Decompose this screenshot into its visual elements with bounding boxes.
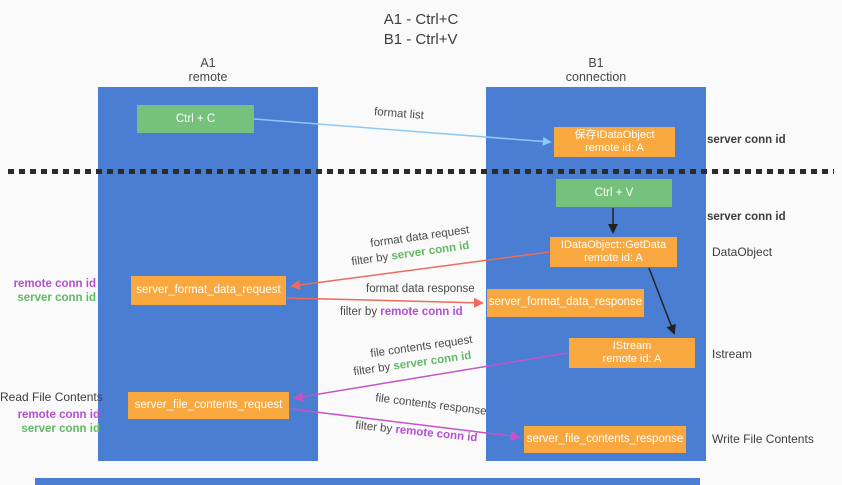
label-format-data-response: format data response [366,283,475,295]
node-server-format-data-request: server_format_data_request [131,276,286,305]
node-save-idataobject-line2: remote id: A [585,142,644,154]
label-dataobject: DataObject [712,245,773,259]
label-file-contents-response-filter: filter by remote conn id [355,420,478,445]
node-istream-line1: IStream [612,339,652,352]
column-b-header: B1 connection [486,56,706,84]
node-server-file-contents-response-label: server_file_contents_response [526,432,684,445]
label-file-contents-response: file contents response [374,392,488,418]
node-getdata-line2: remote id: A [584,252,643,264]
label-write-file-contents: Write File Contents [712,432,814,446]
label-filter-by-3: filter by [352,360,395,379]
label-file-remote-conn-id: remote conn id [17,409,100,421]
title-line-2: B1 - Ctrl+V [383,31,458,48]
node-server-file-contents-response: server_file_contents_response [524,426,686,453]
node-istream: IStream remote id: A [569,338,695,368]
node-save-idataobject: 保存IDataObject remote id: A [554,127,675,157]
node-server-format-data-request-label: server_format_data_request [136,283,281,296]
node-ctrl-c-label: Ctrl + C [175,113,216,125]
label-filter-by-4: filter by [354,419,397,436]
node-ctrl-v-label: Ctrl + V [594,187,634,199]
column-a-id: A1 [200,56,216,70]
title-line-1: A1 - Ctrl+C [383,11,459,28]
node-ctrl-c: Ctrl + C [137,105,254,133]
label-filter-by-1: filter by [350,250,393,269]
column-b-name: connection [565,70,627,84]
label-remote-conn-id-key-1: remote conn id [380,306,463,318]
label-remote-conn-id-key-2: remote conn id [394,423,478,445]
format-left-labels: remote conn id server conn id [0,278,96,305]
dotted-separator [8,169,834,174]
node-istream-line2: remote id: A [602,353,662,365]
node-server-format-data-response-label: server_format_data_response [488,296,643,309]
column-a-name: remote [188,70,228,84]
label-fmt-remote-conn-id: remote conn id [13,278,96,290]
label-read-file-contents: Read File Contents [0,390,103,404]
column-a-header: A1 remote [98,56,318,84]
label-file-server-conn-id: server conn id [21,422,100,435]
label-filter-by-2: filter by [340,306,381,318]
node-getdata-line1: IDataObject::GetData [560,238,667,251]
file-left-labels: Read File Contents remote conn id server… [0,390,103,436]
label-fmt-server-conn-id: server conn id [17,291,96,304]
label-server-conn-id-top: server conn id [707,134,786,146]
diagram-title: A1 - Ctrl+C B1 - Ctrl+V [0,10,842,50]
node-server-file-contents-request: server_file_contents_request [128,392,289,419]
node-getdata: IDataObject::GetData remote id: A [550,237,677,267]
node-server-format-data-response: server_format_data_response [487,289,644,317]
label-istream: Istream [712,347,753,361]
node-server-file-contents-request-label: server_file_contents_request [134,398,283,411]
column-b-id: B1 [588,56,604,70]
label-format-list: format list [373,106,425,122]
label-format-data-response-filter: filter by remote conn id [340,306,463,318]
bottom-partial-band [35,478,700,485]
label-server-conn-id-mid: server conn id [707,211,786,223]
node-ctrl-v: Ctrl + V [556,179,672,207]
node-save-idataobject-line1: 保存IDataObject [574,128,655,141]
